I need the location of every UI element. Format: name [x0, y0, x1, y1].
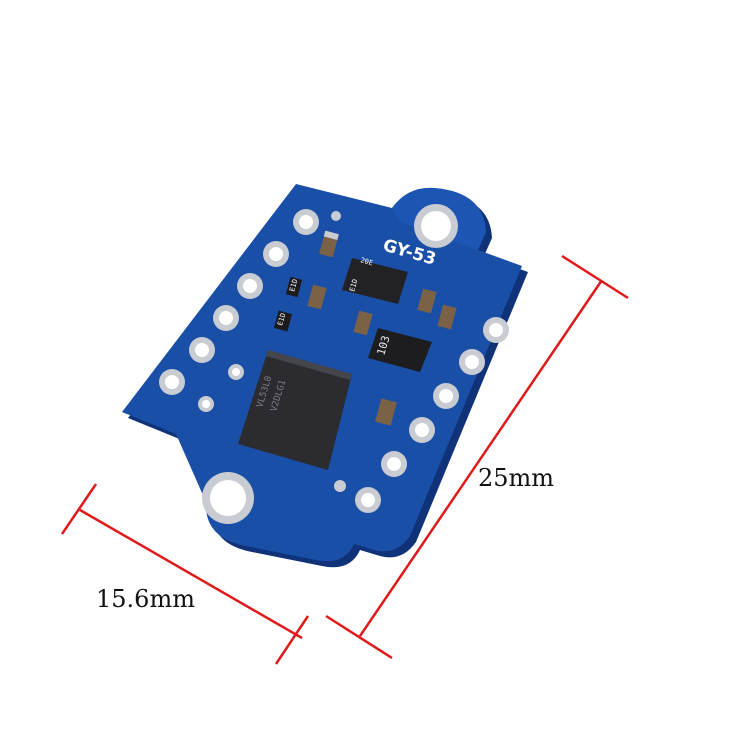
dimension-height-line — [358, 279, 604, 637]
right-pin-pad-3 — [433, 383, 459, 409]
dimension-height-label: 25mm — [478, 464, 555, 492]
vias — [198, 211, 346, 492]
sensor-chip: VL53L0 V2DLG1 — [238, 350, 352, 470]
right-pin-pad-6 — [355, 487, 381, 513]
silkscreen-mark-2: E1D — [276, 312, 287, 326]
dimension-width — [60, 483, 310, 665]
left-pin-pad-1 — [293, 209, 319, 235]
left-pin-pad-6 — [159, 369, 185, 395]
silkscreen-mark-4: 20E — [359, 256, 373, 267]
left-pin-pad-2 — [263, 241, 289, 267]
dimension-width-label: 15.6mm — [96, 585, 195, 613]
silkscreen-mark-1: E1D — [288, 278, 299, 292]
regulator-ic — [342, 258, 408, 304]
mounting-holes — [202, 204, 458, 524]
right-pin-pad-4 — [409, 417, 435, 443]
right-pin-pads — [355, 317, 509, 513]
resistor-code: 103 — [374, 334, 392, 357]
right-pin-pad-1 — [483, 317, 509, 343]
left-pin-pads — [159, 209, 319, 395]
right-pin-pad-2 — [459, 349, 485, 375]
dimension-width-line — [79, 508, 303, 640]
left-pin-pad-5 — [189, 337, 215, 363]
smd-components — [273, 230, 457, 426]
silkscreen-mark-3: E1D — [348, 278, 359, 292]
right-pin-pad-5 — [381, 451, 407, 477]
left-pin-pad-3 — [237, 273, 263, 299]
resistor-network: 103 — [368, 328, 432, 372]
dimension-height — [325, 254, 629, 660]
left-pin-pad-4 — [213, 305, 239, 331]
